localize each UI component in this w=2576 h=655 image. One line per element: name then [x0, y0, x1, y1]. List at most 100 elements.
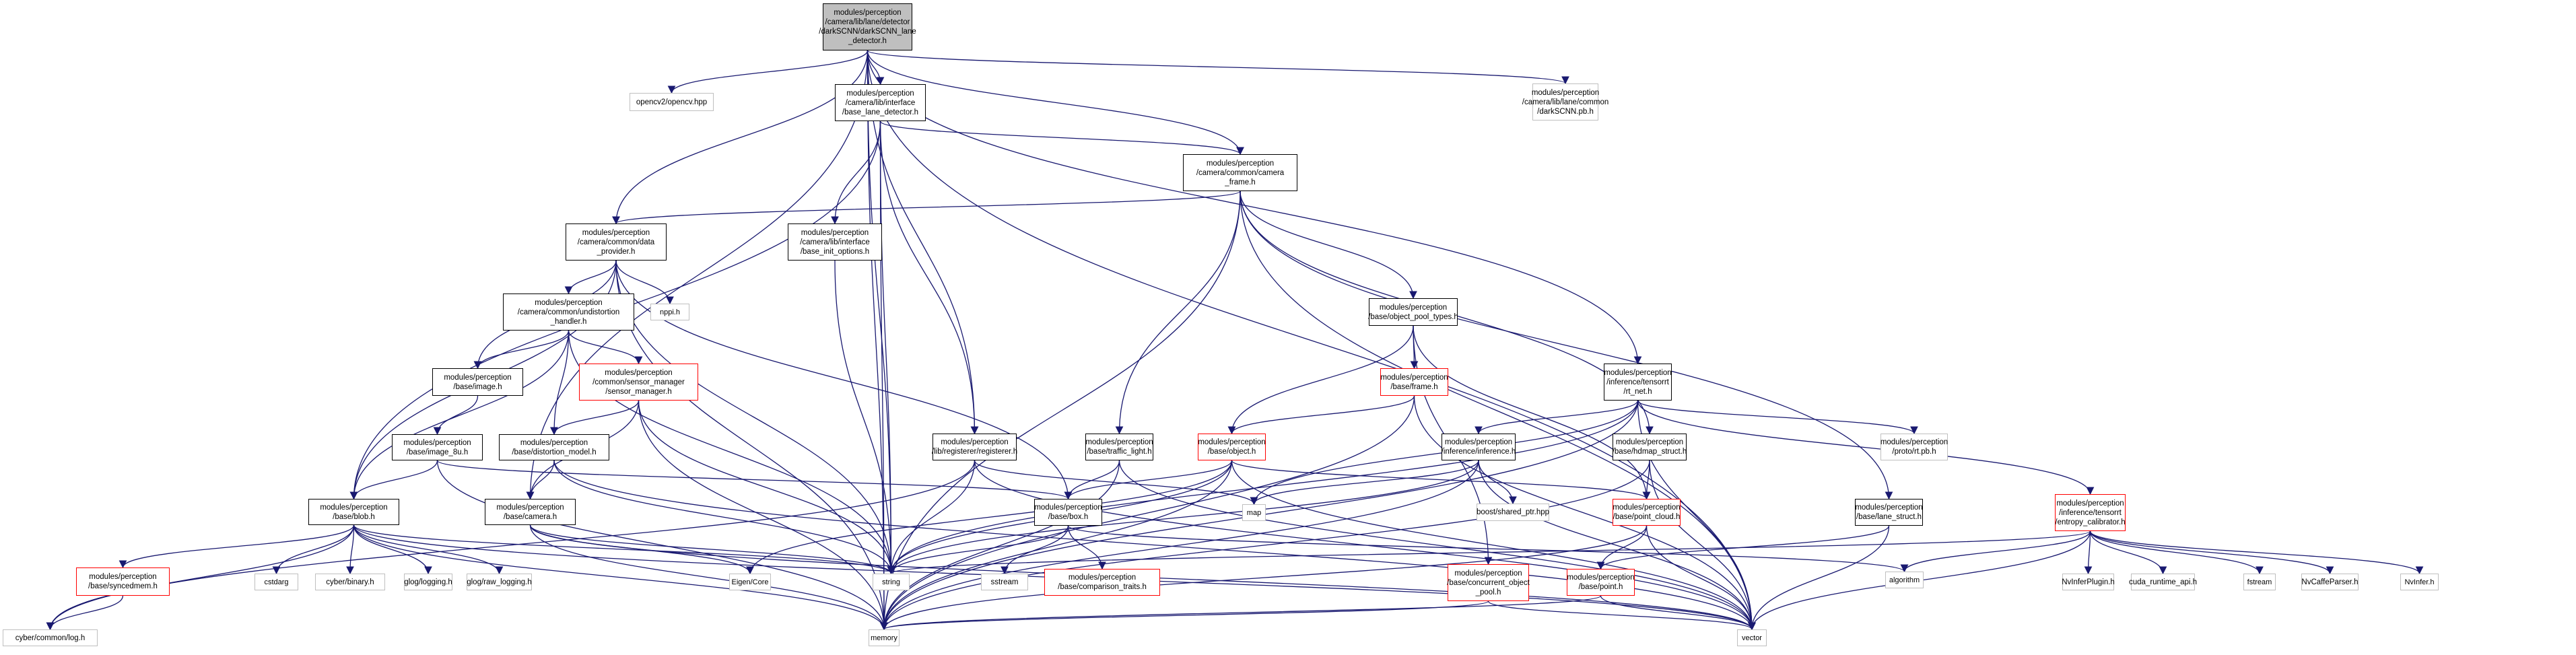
- node-rt-net[interactable]: modules/perception /inference/tensorrt /…: [1604, 364, 1672, 401]
- edge-registerer-to-map: [974, 460, 1258, 506]
- node-point[interactable]: modules/perception /base/point.h: [1567, 569, 1635, 596]
- node-label: sstream: [990, 578, 1019, 586]
- node-label: modules/perception /camera/lib/interface…: [800, 228, 870, 256]
- node-image-8u[interactable]: modules/perception /base/image_8u.h: [392, 434, 483, 460]
- edge-undistortion_handler-to-blob: [349, 330, 570, 500]
- edge-traffic_light-to-box: [1064, 460, 1120, 500]
- node-point-cloud[interactable]: modules/perception /base/point_cloud.h: [1613, 499, 1681, 526]
- edge-point-to-vector: [1600, 595, 1756, 631]
- node-label: modules/perception /base/concurrent_obje…: [1447, 569, 1530, 596]
- node-image[interactable]: modules/perception /base/image.h: [432, 368, 523, 396]
- node-rt-pb[interactable]: modules/perception /proto/rt.pb.h: [1880, 434, 1948, 460]
- edge-camera-to-string: [529, 524, 895, 575]
- node-label: modules/perception /base/frame.h: [1380, 373, 1448, 391]
- node-label: cuda_runtime_api.h: [2129, 578, 2198, 586]
- node-nvinferplugin[interactable]: NvInferPlugin.h: [2062, 574, 2115, 590]
- node-cuda-runtime-api[interactable]: cuda_runtime_api.h: [2129, 574, 2198, 590]
- edge-registerer-to-cyber_log: [46, 460, 976, 631]
- node-boost-shared-ptr[interactable]: boost/shared_ptr.hpp: [1477, 504, 1549, 521]
- node-base-init-options[interactable]: modules/perception /camera/lib/interface…: [788, 223, 882, 261]
- node-nvinfer[interactable]: NvInfer.h: [2400, 574, 2439, 590]
- node-glog-raw-logging[interactable]: glog/raw_logging.h: [467, 574, 532, 590]
- node-inference[interactable]: modules/perception /inference/inference.…: [1442, 434, 1516, 460]
- edge-box-to-comparison_traits: [1067, 525, 1106, 570]
- node-concurrent-object-pool[interactable]: modules/perception /base/concurrent_obje…: [1447, 564, 1530, 601]
- edge-object_pool_types-to-point_cloud: [1413, 325, 1651, 500]
- edge-base_lane_detector-to-memory: [879, 120, 888, 631]
- node-label: modules/perception /camera/common/undist…: [517, 298, 620, 326]
- node-entropy-calibrator[interactable]: modules/perception /inference/tensorrt /…: [2055, 494, 2126, 531]
- edge-root-to-base_lane_detector: [867, 50, 885, 85]
- node-lane-struct[interactable]: modules/perception /base/lane_struct.h: [1855, 499, 1923, 526]
- node-nppi[interactable]: nppi.h: [650, 304, 689, 320]
- node-algorithm[interactable]: algorithm: [1885, 572, 1924, 588]
- node-label: modules/perception /base/box.h: [1034, 504, 1102, 521]
- edge-sensor_manager-to-memory: [638, 400, 888, 631]
- node-distortion-model[interactable]: modules/perception /base/distortion_mode…: [499, 434, 609, 460]
- node-label: modules/perception /camera/lib/lane/comm…: [1522, 88, 1609, 116]
- edge-camera_frame-to-vector: [1240, 191, 1756, 631]
- edge-object-to-point_cloud: [1231, 460, 1651, 500]
- node-cstdarg[interactable]: cstdarg: [255, 574, 298, 590]
- edge-image_8u-to-memory: [436, 460, 888, 631]
- node-label: modules/perception /base/image.h: [444, 373, 512, 391]
- node-fstream[interactable]: fstream: [2243, 574, 2276, 590]
- edge-blob-to-cstdarg: [272, 524, 355, 575]
- node-string[interactable]: string: [873, 574, 910, 590]
- node-darkscnn-pb[interactable]: modules/perception /camera/lib/lane/comm…: [1522, 83, 1608, 120]
- edge-blob-to-glog_raw_logging: [353, 524, 504, 575]
- node-syncedmem[interactable]: modules/perception /base/syncedmem.h: [76, 567, 170, 596]
- node-traffic-light[interactable]: modules/perception /base/traffic_light.h: [1085, 434, 1153, 460]
- node-object-pool-types[interactable]: modules/perception /base/object_pool_typ…: [1368, 298, 1458, 326]
- edge-rt_net-to-inference: [1475, 400, 1639, 435]
- edge-entropy_calibrator-to-nvinferplugin: [2084, 530, 2093, 575]
- node-undistortion-handler[interactable]: modules/perception /camera/common/undist…: [503, 294, 634, 331]
- edge-camera_frame-to-object_pool_types: [1240, 191, 1417, 300]
- node-sstream[interactable]: sstream: [981, 574, 1028, 590]
- node-cyber-binary[interactable]: cyber/binary.h: [315, 574, 385, 590]
- node-blob[interactable]: modules/perception /base/blob.h: [308, 499, 399, 525]
- node-label: modules/perception /base/distortion_mode…: [512, 438, 597, 456]
- edge-undistortion_handler-to-distortion_model: [550, 330, 570, 436]
- node-glog-logging[interactable]: glog/logging.h: [404, 574, 452, 590]
- node-label: modules/perception /base/camera.h: [496, 503, 564, 521]
- node-label: cstdarg: [264, 578, 289, 586]
- node-label: modules/perception /base/blob.h: [320, 503, 388, 521]
- node-comparison-traits[interactable]: modules/perception /base/comparison_trai…: [1044, 569, 1160, 596]
- edge-entropy_calibrator-to-cuda_runtime_api: [2089, 530, 2167, 575]
- edge-rt_net-to-entropy_calibrator: [1637, 400, 2095, 495]
- node-label: boost/shared_ptr.hpp: [1476, 508, 1550, 516]
- edge-registerer-to-string: [887, 460, 976, 575]
- edge-root-to-darkscnn_pb: [867, 50, 1569, 85]
- node-label: NvInferPlugin.h: [2062, 578, 2115, 586]
- node-label: modules/perception /camera/lib/lane/dete…: [819, 9, 916, 45]
- node-label: modules/perception /proto/rt.pb.h: [1880, 438, 1948, 456]
- node-eigen-core[interactable]: Eigen/Core: [729, 574, 771, 590]
- node-nvcaffeparser[interactable]: NvCaffeParser.h: [2301, 574, 2359, 590]
- node-frame[interactable]: modules/perception /base/frame.h: [1380, 368, 1448, 396]
- node-object[interactable]: modules/perception /base/object.h: [1198, 434, 1266, 460]
- node-memory[interactable]: memory: [869, 629, 900, 646]
- node-cyber-log[interactable]: cyber/common/log.h: [3, 629, 98, 646]
- node-camera-frame[interactable]: modules/perception /camera/common/camera…: [1183, 154, 1297, 191]
- edge-hdmap_struct-to-memory: [880, 460, 1650, 631]
- node-label: map: [1246, 508, 1262, 517]
- node-label: vector: [1742, 633, 1762, 642]
- edge-distortion_model-to-camera: [526, 460, 555, 500]
- edge-entropy_calibrator-to-nvcaffeparser: [2089, 530, 2334, 575]
- node-vector[interactable]: vector: [1737, 629, 1767, 646]
- node-opencv[interactable]: opencv2/opencv.hpp: [630, 93, 714, 111]
- node-base-lane-detector[interactable]: modules/perception /camera/lib/interface…: [835, 84, 926, 121]
- node-label: modules/perception /base/traffic_light.h: [1085, 438, 1153, 456]
- node-data-provider[interactable]: modules/perception /camera/common/data _…: [566, 223, 667, 261]
- node-box[interactable]: modules/perception /base/box.h: [1034, 499, 1102, 526]
- edge-traffic_light-to-memory: [880, 460, 1120, 631]
- edge-box-to-sstream: [1001, 525, 1069, 575]
- edge-base_init_options-to-string: [834, 260, 895, 575]
- node-registerer[interactable]: modules/perception /lib/registerer/regis…: [932, 434, 1017, 460]
- node-sensor-manager[interactable]: modules/perception /common/sensor_manage…: [579, 364, 698, 401]
- node-label: modules/perception /base/object.h: [1198, 438, 1266, 456]
- node-map[interactable]: map: [1242, 504, 1266, 521]
- node-hdmap-struct[interactable]: modules/perception /base/hdmap_struct.h: [1613, 434, 1687, 460]
- node-camera[interactable]: modules/perception /base/camera.h: [485, 499, 576, 525]
